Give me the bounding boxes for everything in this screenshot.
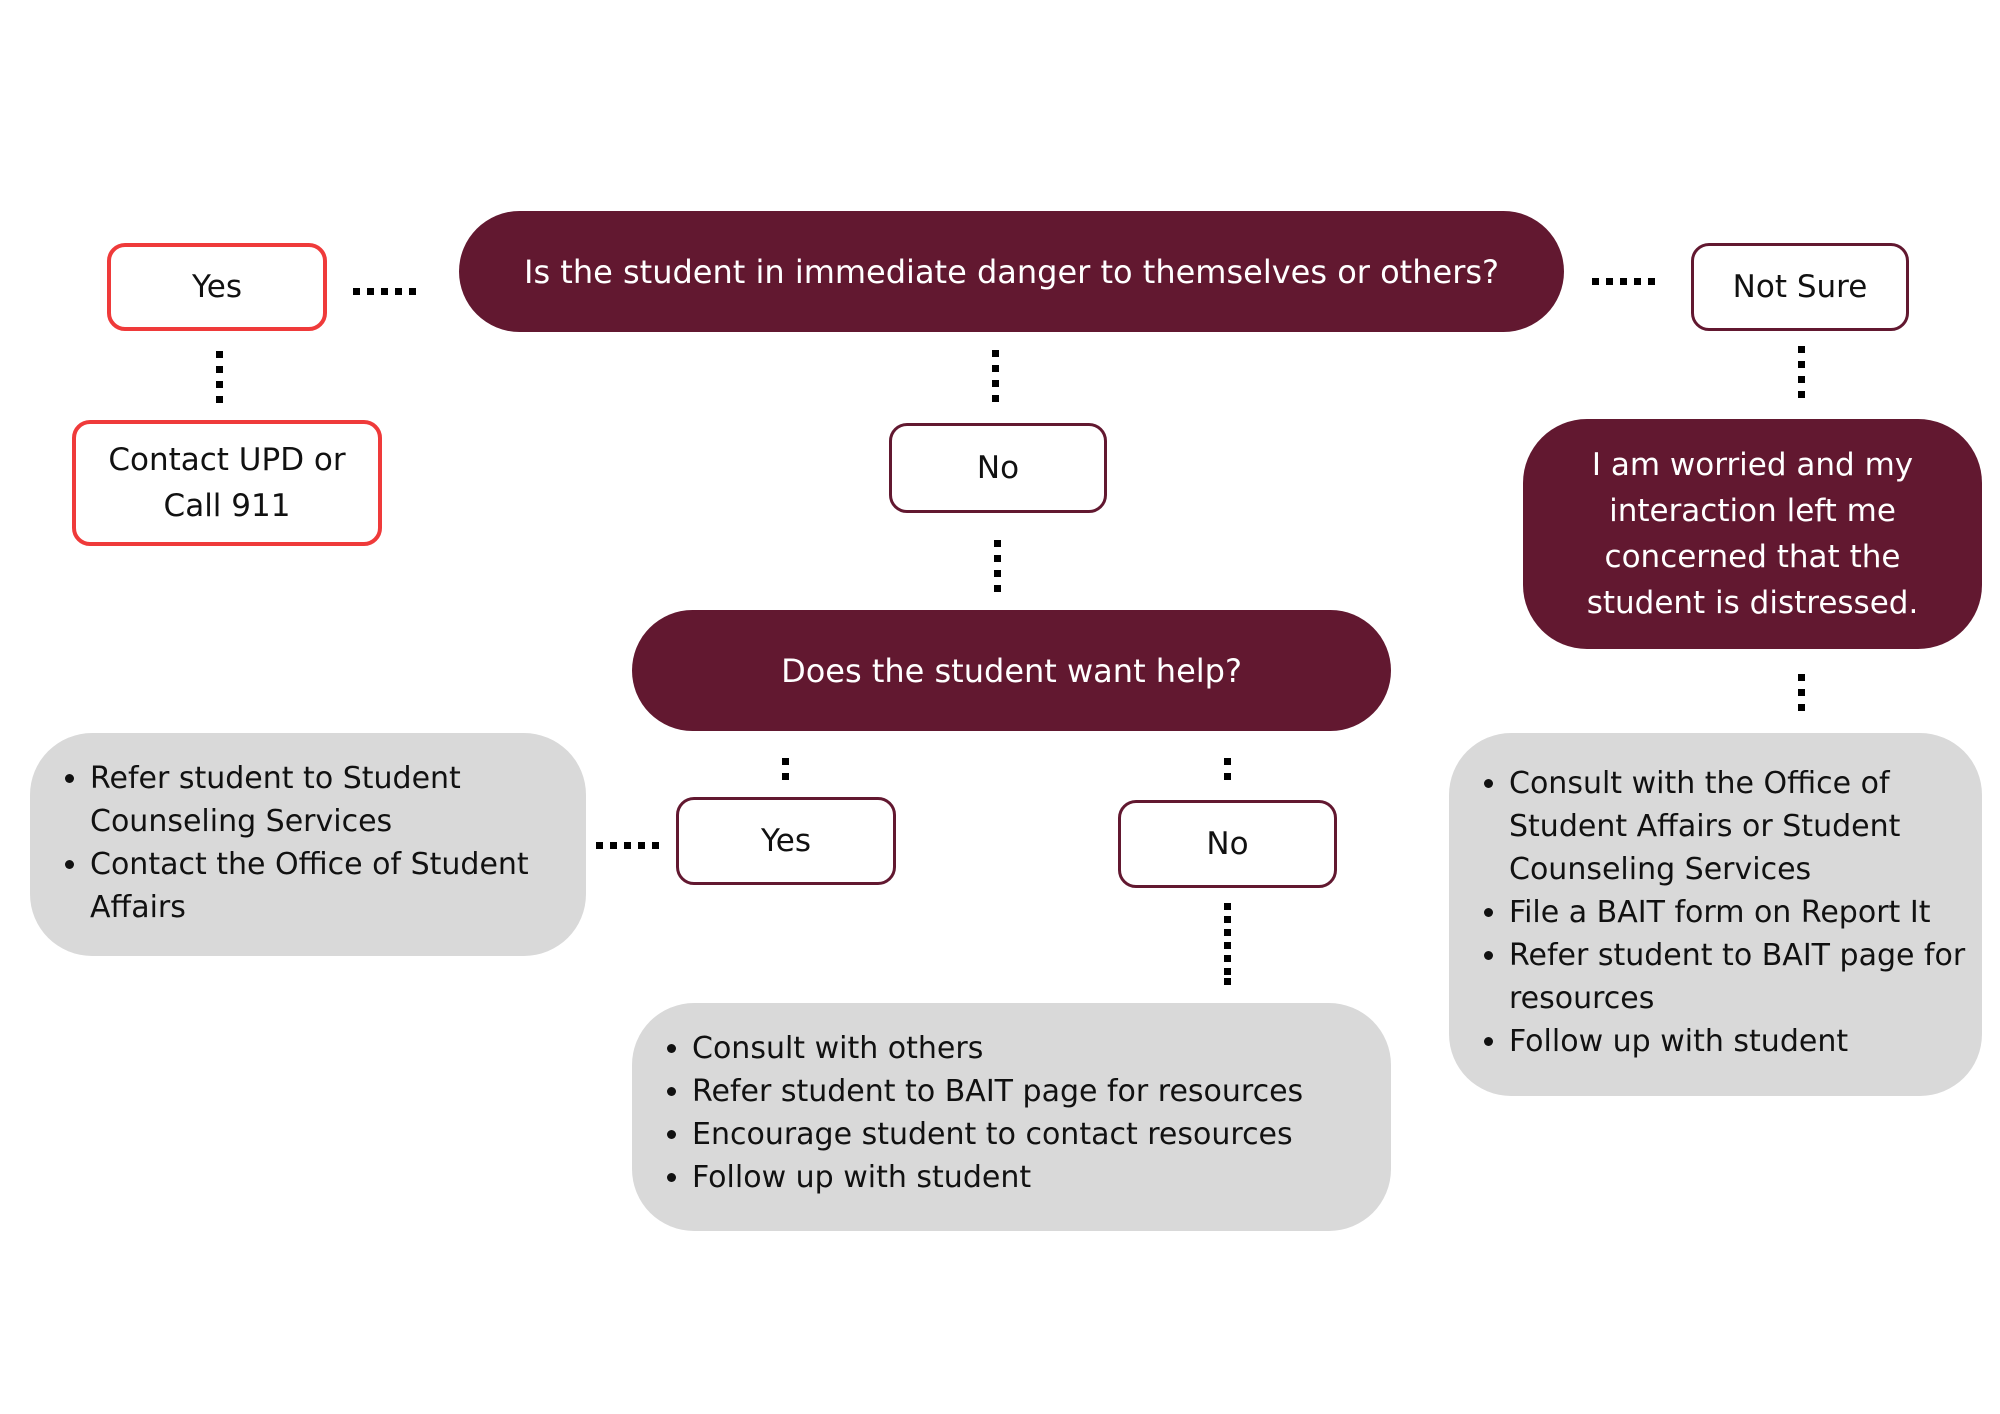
q2-no-actions-list: Consult with others Refer student to BAI… (632, 1027, 1303, 1199)
not-sure-actions-panel: Consult with the Office of Student Affai… (1449, 733, 1982, 1096)
q2-no-actions-panel: Consult with others Refer student to BAI… (632, 1003, 1391, 1231)
list-item: Follow up with student (692, 1156, 1303, 1199)
list-item: Refer student to BAIT page for resources (692, 1070, 1303, 1113)
worried-statement-node: I am worried and my interaction left me … (1523, 419, 1982, 649)
list-item: Refer student to Student Counseling Serv… (90, 757, 586, 843)
q2-yes-actions-list: Refer student to Student Counseling Serv… (30, 757, 586, 929)
q1-no-label: No (976, 450, 1020, 486)
worried-line-3: concerned that the (1604, 539, 1901, 575)
not-sure-actions-list: Consult with the Office of Student Affai… (1449, 762, 1982, 1063)
question-1-node: Is the student in immediate danger to th… (459, 211, 1564, 332)
connector-no-to-actions (1224, 903, 1231, 985)
connector-q1-to-no (992, 350, 999, 402)
worried-line-4: student is distressed. (1586, 585, 1919, 621)
connector-not-sure-to-worried (1798, 346, 1805, 398)
q2-no-label: No (1206, 826, 1249, 862)
connector-q1-to-not-sure (1592, 278, 1658, 285)
connector-no-to-q2 (994, 540, 1001, 592)
worried-line-1: I am worried and my (1591, 447, 1914, 483)
q2-yes-actions-panel: Refer student to Student Counseling Serv… (30, 733, 586, 956)
q2-yes-node: Yes (676, 797, 896, 885)
connector-q2-to-no (1224, 758, 1231, 780)
question-2-text: Does the student want help? (781, 651, 1242, 690)
q2-no-node: No (1118, 800, 1337, 888)
q1-not-sure-node: Not Sure (1691, 243, 1909, 331)
q1-yes-label: Yes (191, 269, 243, 305)
connector-q1-to-yes (353, 288, 419, 295)
contact-upd-line-2: Call 911 (163, 488, 291, 524)
q1-not-sure-label: Not Sure (1732, 269, 1868, 305)
list-item: Follow up with student (1509, 1020, 1972, 1063)
list-item: Consult with the Office of Student Affai… (1509, 762, 1972, 891)
connector-q2-to-yes (782, 758, 789, 780)
contact-upd-line-1: Contact UPD or (108, 442, 346, 478)
list-item: Contact the Office of Student Affairs (90, 843, 586, 929)
list-item: Encourage student to contact resources (692, 1113, 1303, 1156)
q1-yes-node: Yes (107, 243, 327, 331)
question-2-node: Does the student want help? (632, 610, 1391, 731)
q2-yes-label: Yes (760, 823, 812, 859)
connector-yes-to-actions (596, 842, 662, 849)
connector-worried-to-actions (1798, 674, 1805, 711)
contact-upd-node: Contact UPD or Call 911 (72, 420, 382, 546)
question-1-text: Is the student in immediate danger to th… (524, 252, 1499, 291)
q1-no-node: No (889, 423, 1107, 513)
worried-line-2: interaction left me (1609, 493, 1896, 529)
list-item: Consult with others (692, 1027, 1303, 1070)
list-item: File a BAIT form on Report It (1509, 891, 1972, 934)
connector-yes-to-contact (216, 351, 223, 403)
list-item: Refer student to BAIT page for resources (1509, 934, 1972, 1020)
